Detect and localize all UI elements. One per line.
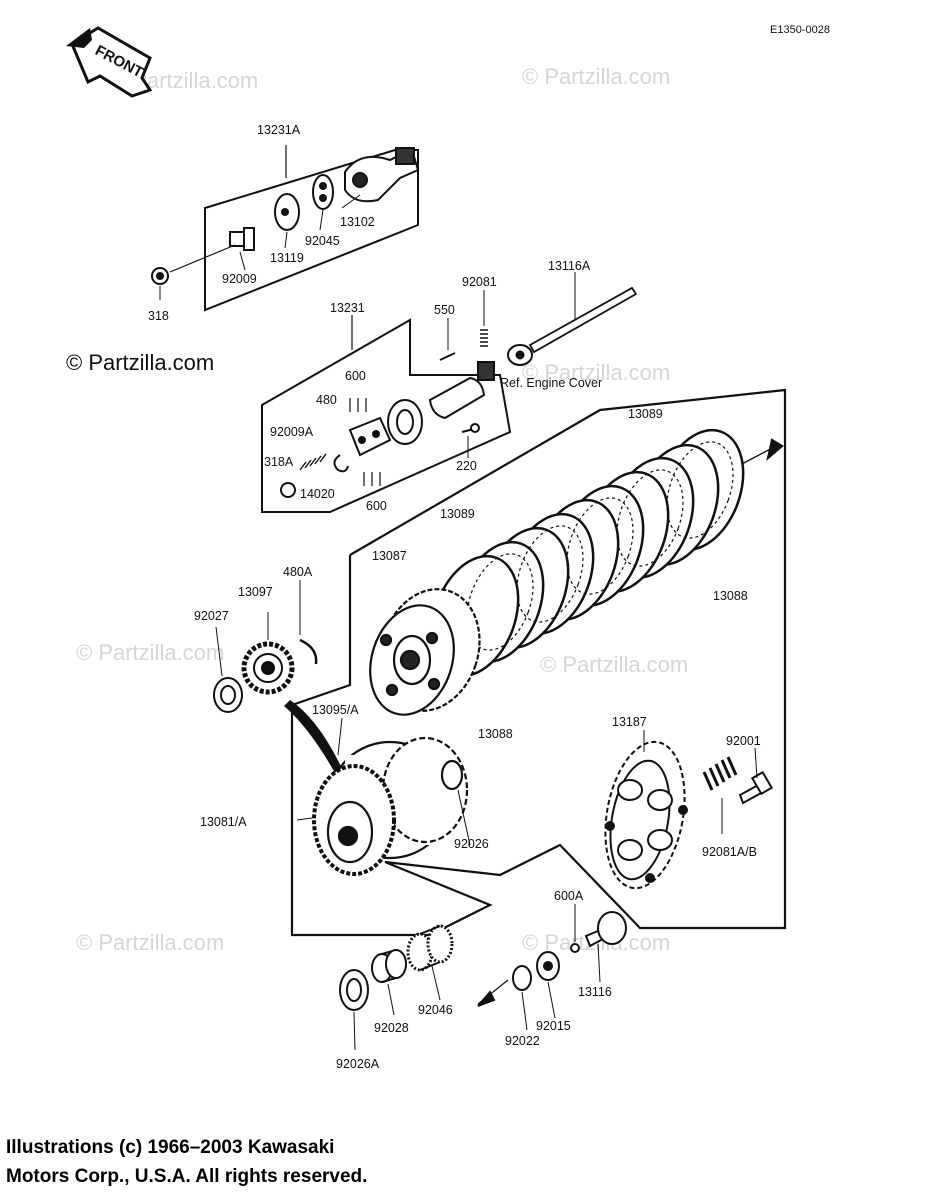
bolt-92001 [702, 747, 774, 834]
watermark-3: © Partzilla.com [522, 360, 670, 385]
label-92015: 92015 [536, 1019, 571, 1033]
watermark-5: © Partzilla.com [540, 652, 688, 677]
clutch-plates [430, 428, 745, 678]
label-92009A: 92009A [270, 425, 314, 439]
label-13087: 13087 [372, 549, 407, 563]
watermark-2: © Partzilla.com [522, 64, 670, 89]
watermark-6: © Partzilla.com [76, 930, 224, 955]
pressure-plate-13187 [604, 730, 688, 890]
label-13102: 13102 [340, 215, 375, 229]
label-13081A: 13081/A [200, 815, 247, 829]
label-92028: 92028 [374, 1021, 409, 1035]
label-480A: 480A [283, 565, 313, 579]
ref-engine-cover: Ref. Engine Cover [500, 376, 602, 390]
label-550: 550 [434, 303, 455, 317]
label-480: 480 [316, 393, 337, 407]
label-13187: 13187 [612, 715, 647, 729]
label-13116: 13116 [578, 985, 612, 999]
clutch-plates-inner [466, 441, 734, 651]
label-92009: 92009 [222, 272, 257, 286]
label-13095A: 13095/A [312, 703, 359, 717]
bottom-parts [339, 904, 627, 1051]
label-13088-lower: 13088 [478, 727, 513, 741]
label-13116A: 13116A [548, 259, 591, 273]
clutch-outline [290, 388, 787, 937]
clutch-hub-13087 [369, 588, 481, 716]
gear-connection [284, 700, 345, 782]
clutch-housing-13081 [296, 717, 471, 876]
label-92081: 92081 [462, 275, 497, 289]
label-600-top: 600 [345, 369, 366, 383]
label-600-bottom: 600 [366, 499, 387, 513]
label-220: 220 [456, 459, 477, 473]
label-14020: 14020 [300, 487, 335, 501]
watermarks: © Partzilla.com © Partzilla.com © Partzi… [66, 64, 688, 955]
diagram-code: E1350-0028 [770, 24, 830, 36]
assembly-13231A [151, 145, 420, 312]
gear-13097 [213, 580, 318, 713]
label-92045: 92045 [305, 234, 340, 248]
label-92027: 92027 [194, 609, 229, 623]
label-13089-mid: 13089 [440, 507, 475, 521]
assembly-13231 [261, 290, 512, 513]
label-92081AB: 92081A/B [702, 845, 757, 859]
copyright-line-2: Motors Corp., U.S.A. All rights reserved… [6, 1166, 368, 1187]
label-600A: 600A [554, 889, 584, 903]
label-13119: 13119 [270, 251, 304, 265]
front-arrow-icon: FRONT [66, 26, 153, 98]
label-92026: 92026 [454, 837, 489, 851]
label-92026A: 92026A [336, 1057, 380, 1071]
label-92022: 92022 [505, 1034, 540, 1048]
label-13089-top: 13089 [628, 407, 663, 421]
watermark-dark: © Partzilla.com [66, 350, 214, 375]
label-318A: 318A [264, 455, 294, 469]
label-318: 318 [148, 309, 169, 323]
label-13088-right: 13088 [713, 589, 748, 603]
label-92001: 92001 [726, 734, 761, 748]
label-92046: 92046 [418, 1003, 453, 1017]
label-13231A: 13231A [257, 123, 301, 137]
label-13231: 13231 [330, 301, 365, 315]
push-rod-13116A [507, 272, 638, 366]
label-13097: 13097 [238, 585, 273, 599]
copyright-line-1: Illustrations (c) 1966–2003 Kawasaki [6, 1137, 335, 1158]
watermark-4: © Partzilla.com [76, 640, 224, 665]
